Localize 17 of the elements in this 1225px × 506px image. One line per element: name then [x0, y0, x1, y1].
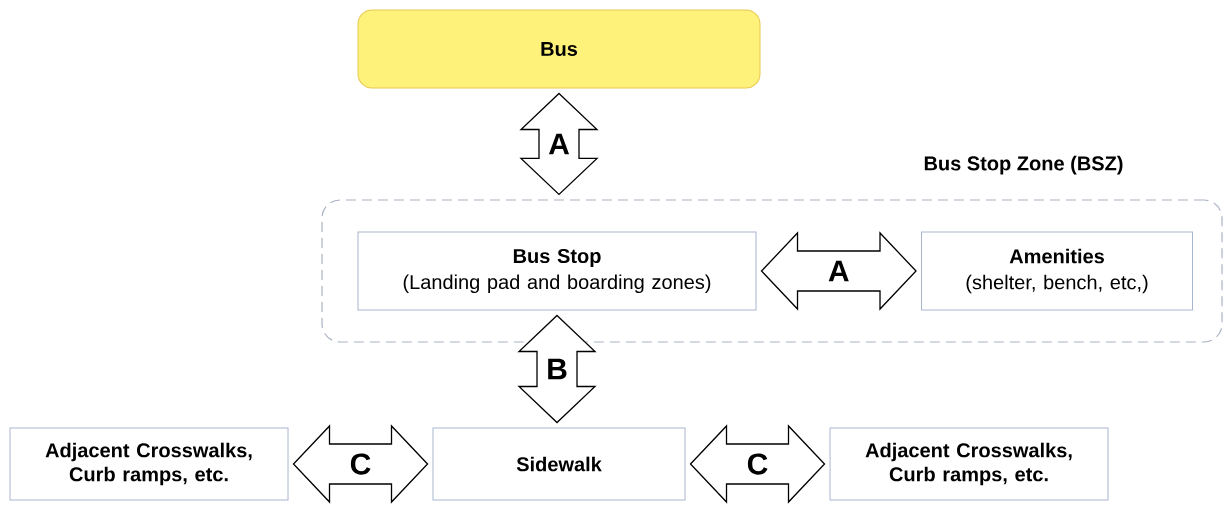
edge-label: C [350, 453, 371, 475]
edge-label: B [548, 358, 567, 380]
block-arrow [292, 424, 429, 504]
block-arrow [689, 424, 826, 504]
block-arrow [760, 231, 917, 311]
process-box: Bus Stop (Landing pad and boarding zones) [357, 231, 757, 311]
edge-label: A [828, 260, 849, 282]
process-box: Amenities (shelter, bench, etc,) [921, 231, 1193, 311]
edge-label: A [548, 133, 570, 155]
node-label: Bus Stop Zone (BSZ) [924, 155, 1123, 175]
block-arrow [517, 314, 597, 424]
block-arrow [519, 92, 599, 196]
process-box: Adjacent Crosswalks, Curb ramps, etc. [9, 427, 289, 501]
vehicle-box: Bus [357, 9, 761, 89]
edge-label: C [747, 453, 768, 475]
process-box: Sidewalk [432, 427, 686, 501]
process-box: Adjacent Crosswalks, Curb ramps, etc. [829, 427, 1109, 501]
